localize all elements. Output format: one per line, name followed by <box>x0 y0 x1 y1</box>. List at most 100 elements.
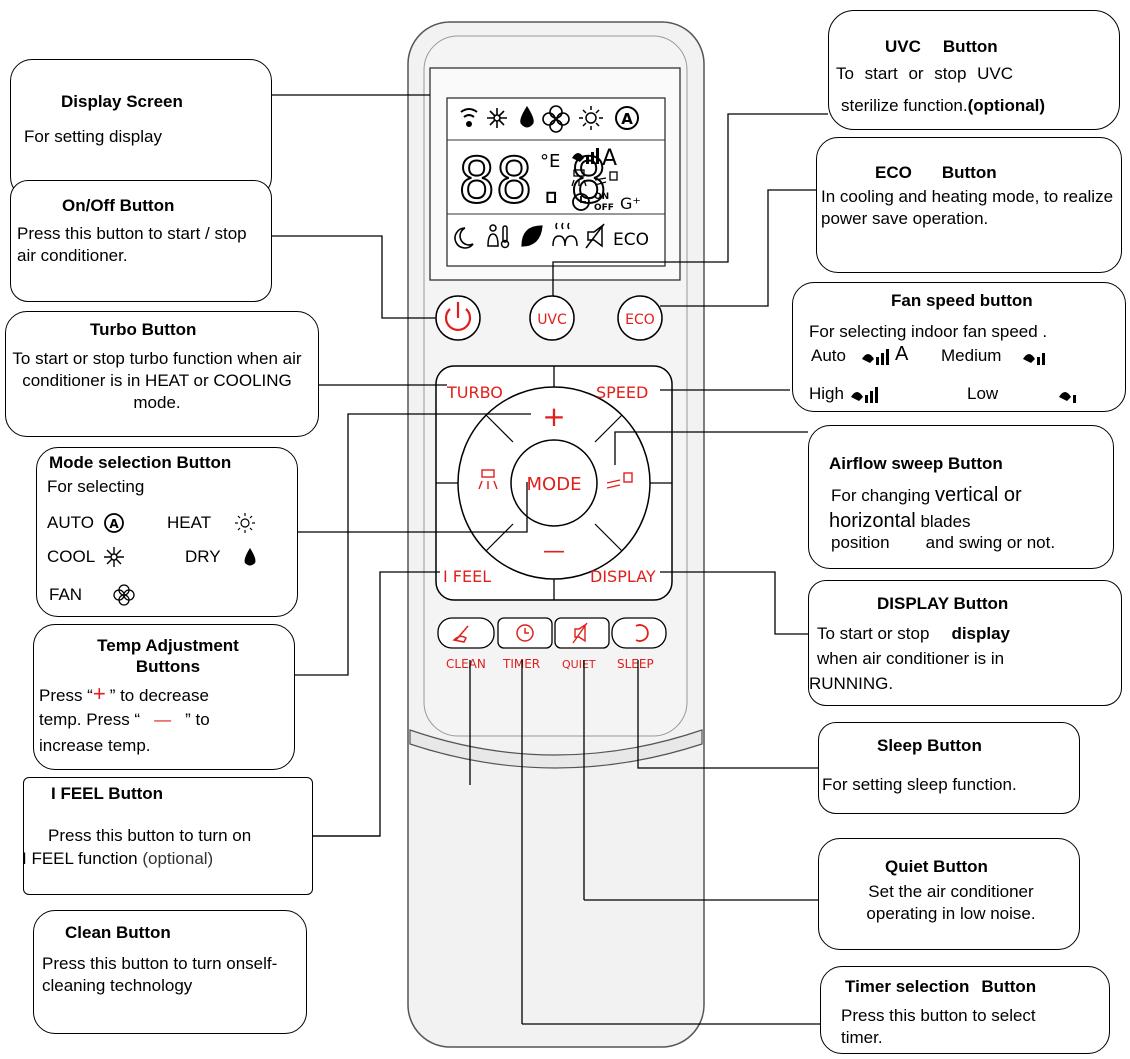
clean-callout: Clean Button Press this button to turn o… <box>33 910 307 1034</box>
eco-button[interactable]: ECO <box>617 295 663 341</box>
minus-button[interactable]: — <box>543 539 565 564</box>
temp-line2: temp. Press “—” to <box>39 710 210 729</box>
clean-body: Press this button to turn onself-cleanin… <box>42 954 278 995</box>
clean-title: Clean Button <box>65 923 171 942</box>
lcd-dry-icon <box>520 106 534 128</box>
turbo-callout: Turbo Button To start or stop turbo func… <box>5 311 319 437</box>
onoff-body: Press this button to start / stop air co… <box>17 224 247 265</box>
mode-callout: Mode selection Button For selecting AUTO… <box>36 447 298 617</box>
fan-icon <box>113 584 135 606</box>
lcd-mute-icon <box>585 223 605 249</box>
display-btn-body3: RUNNING. <box>809 674 894 693</box>
temp-line3: increase temp. <box>39 736 151 755</box>
svg-text:G⁺: G⁺ <box>620 194 641 213</box>
horizontal-swing-button[interactable] <box>606 472 633 489</box>
svg-text:ON: ON <box>594 192 609 202</box>
lcd-degree: °E <box>540 151 560 172</box>
lcd-eco-text: ECO <box>613 230 649 250</box>
turbo-body: To start or stop turbo function when air… <box>12 349 302 412</box>
svg-text:ECO: ECO <box>625 312 655 328</box>
quiet-label: QUIET <box>562 658 596 671</box>
mode-button[interactable]: MODE <box>527 474 582 495</box>
speed-button[interactable]: SPEED <box>596 383 648 402</box>
speed-high-label: High <box>809 384 844 403</box>
quiet-callout: Quiet Button Set the air conditioner ope… <box>818 838 1080 950</box>
sleep-label: SLEEP <box>617 657 654 671</box>
ifeel-callout: I FEEL Button Press this button to turn … <box>22 777 313 895</box>
ifeel-body2: I FEEL function (optional) <box>22 849 214 868</box>
mode-body: For selecting <box>47 477 145 496</box>
speed-body: For selecting indoor fan speed . <box>809 322 1048 341</box>
power-button[interactable] <box>435 295 481 341</box>
airflow-body2: horizontal blades <box>829 510 971 532</box>
lcd-cool-icon <box>487 108 507 128</box>
uvc-body1: To start or stop UVC <box>836 64 1014 83</box>
lcd-fan-icon <box>542 105 570 133</box>
speed-auto-a: A <box>895 343 909 365</box>
speed-auto-label: Auto <box>811 346 846 365</box>
uvc-button[interactable]: UVC <box>529 295 575 341</box>
display-button[interactable]: DISPLAY <box>590 567 656 586</box>
onoff-title: On/Off Button <box>62 196 175 215</box>
lcd-signal-icon <box>460 108 478 127</box>
mode-cool-label: COOL <box>47 547 96 566</box>
lcd-sleep-icon <box>454 227 474 249</box>
dry-icon <box>244 548 256 566</box>
mode-heat-label: HEAT <box>167 513 212 532</box>
mode-fan-label: FAN <box>49 585 83 604</box>
svg-text:OFF: OFF <box>594 203 614 213</box>
timer-button[interactable] <box>497 617 553 649</box>
turbo-title: Turbo Button <box>90 320 197 339</box>
lcd-vswing-icon <box>571 169 587 187</box>
timer-label: TIMER <box>502 657 540 671</box>
airflow-callout: Airflow sweep Button For changing vertic… <box>808 425 1114 569</box>
vertical-swing-button[interactable] <box>478 469 498 490</box>
speed-medium-label: Medium <box>941 346 1002 365</box>
quiet-title: Quiet Button <box>885 857 988 876</box>
turbo-button[interactable]: TURBO <box>446 383 503 402</box>
airflow-title: Airflow sweep Button <box>829 454 1003 473</box>
temp-title: Temp Adjustment Buttons <box>97 636 239 676</box>
lcd-digits: 88.8 <box>458 144 607 217</box>
sleep-body: For setting sleep function. <box>822 775 1017 794</box>
uvc-body2: sterilize function.(optional) <box>841 96 1046 115</box>
quiet-body: Set the air conditioner operating in low… <box>866 882 1036 923</box>
ifeel-title: I FEEL Button <box>51 784 164 803</box>
speed-title: Fan speed button <box>891 291 1033 310</box>
ifeel-body1: Press this button to turn on <box>48 826 252 845</box>
plus-button[interactable]: + <box>542 400 565 433</box>
lcd-leaf-icon <box>521 225 543 247</box>
temp-line1: Press “+” to decrease <box>39 681 209 706</box>
sleep-button[interactable] <box>611 617 667 649</box>
mode-dry-label: DRY <box>185 547 221 566</box>
sleep-callout: Sleep Button For setting sleep function. <box>818 722 1080 814</box>
display-screen-body: For setting display <box>24 127 162 146</box>
ifeel-button[interactable]: I FEEL <box>443 567 491 586</box>
lcd-hswing-icon <box>594 171 618 186</box>
svg-text:A: A <box>621 110 633 128</box>
mode-title: Mode selection Button <box>49 453 232 472</box>
temp-callout: Temp Adjustment Buttons Press “+” to dec… <box>33 624 295 770</box>
auto-icon: A <box>104 513 124 533</box>
cool-icon <box>104 547 124 567</box>
fan-speed-auto-icon <box>862 349 889 365</box>
clean-button[interactable] <box>437 617 495 649</box>
fan-speed-medium-icon <box>1023 353 1045 365</box>
airflow-body1: For changing vertical or <box>831 484 1022 506</box>
lcd-ifeel-icon <box>487 224 510 249</box>
fan-speed-high-icon <box>851 387 878 403</box>
lcd-clock-icon <box>572 193 590 211</box>
quiet-button[interactable] <box>554 617 610 649</box>
lcd-auto-icon: A <box>615 106 639 130</box>
display-btn-body2: when air conditioner is in <box>817 649 1005 668</box>
